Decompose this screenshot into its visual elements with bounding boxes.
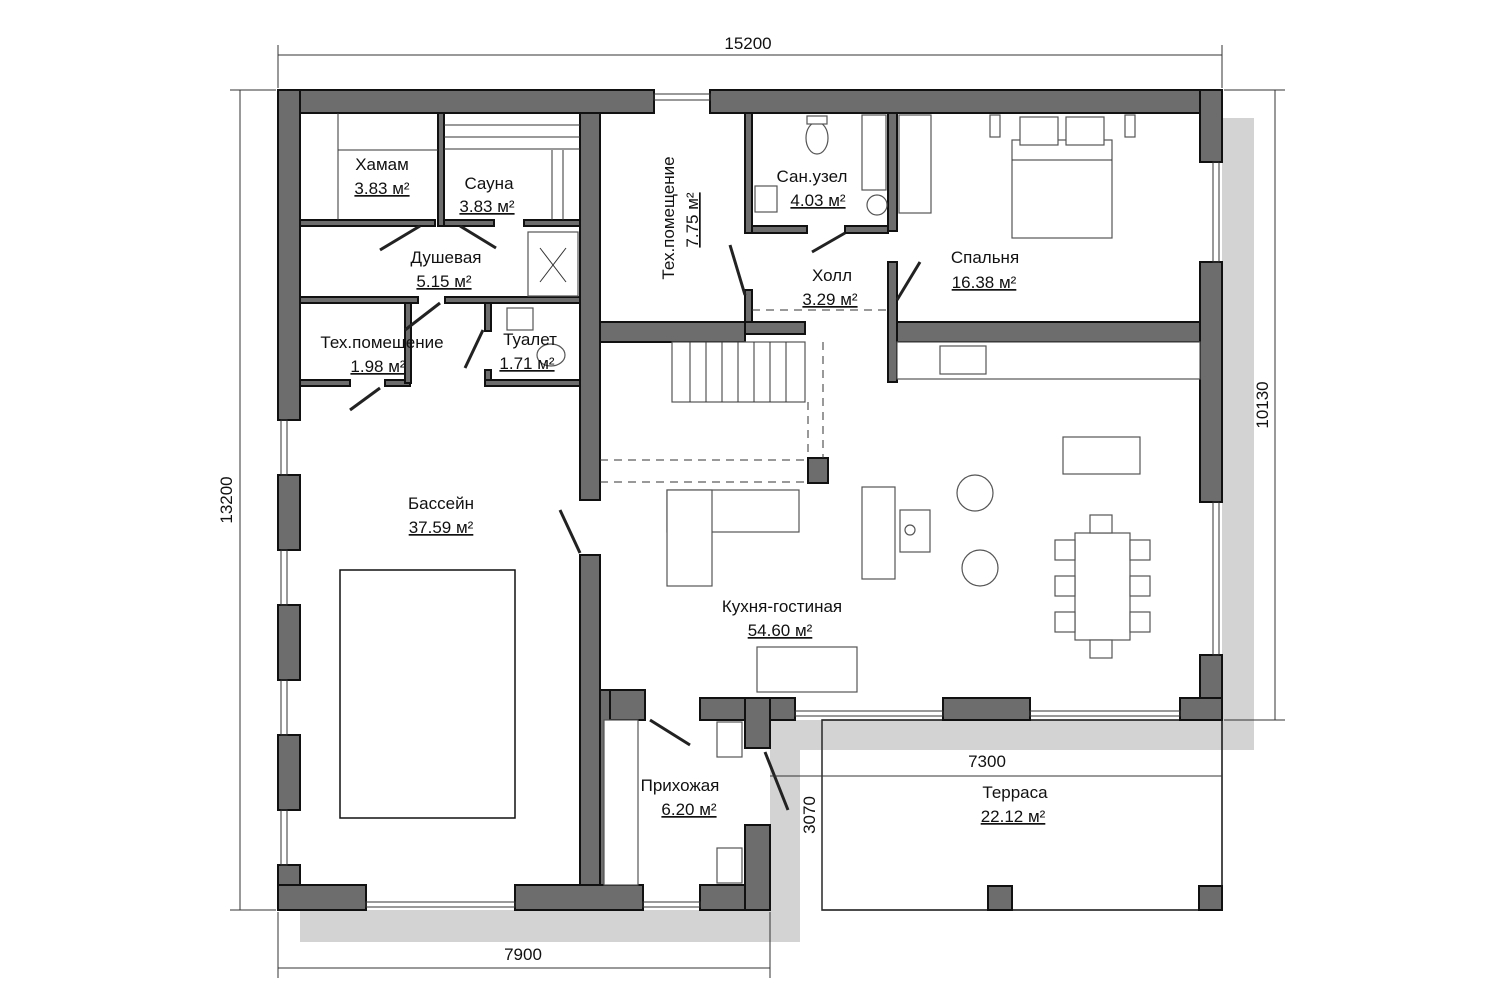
windows[interactable] <box>280 93 1220 908</box>
room-area-terrace: 22.12 м² <box>981 807 1046 826</box>
room-name-shower: Душевая <box>411 248 482 267</box>
room-name-pool: Бассейн <box>408 494 474 513</box>
dimension-lines <box>230 45 1285 978</box>
coffee-table <box>861 486 931 580</box>
room-area-entrance: 6.20 м² <box>661 800 716 819</box>
wardrobes <box>603 114 932 886</box>
room-name-bathroom: Сан.узел <box>777 167 848 186</box>
exterior-walls <box>277 89 1223 911</box>
doors[interactable] <box>349 224 922 811</box>
dimension-labels: 15200 13200 10130 7900 7300 3070 <box>217 34 1272 964</box>
room-name-bedroom: Спальня <box>951 248 1019 267</box>
dim-top: 15200 <box>724 34 771 53</box>
dim-terrace-width: 7300 <box>968 752 1006 771</box>
bed <box>989 114 1136 239</box>
room-area-bathroom: 4.03 м² <box>790 191 845 210</box>
terrace-column <box>987 885 1013 911</box>
room-name-entrance: Прихожая <box>641 776 720 795</box>
entrance-cabinets <box>716 721 743 884</box>
room-name-hall: Холл <box>812 266 852 285</box>
room-name-tech-small: Тех.помещение <box>320 333 443 352</box>
toilet-fixtures <box>506 114 888 367</box>
interior-walls <box>299 112 1201 886</box>
room-area-tech-small: 1.98 м² <box>350 357 405 376</box>
room-name-toilet: Туалет <box>503 330 557 349</box>
pool-basin <box>339 569 516 819</box>
dim-bottom: 7900 <box>504 945 542 964</box>
dim-right: 10130 <box>1253 381 1272 428</box>
room-area-hall: 3.29 м² <box>802 290 857 309</box>
room-area-sauna: 3.83 м² <box>459 197 514 216</box>
terrace-column <box>1198 885 1223 911</box>
dim-terrace-depth: 3070 <box>800 796 819 834</box>
room-area-kitchen-living: 54.60 м² <box>748 621 813 640</box>
room-area-shower: 5.15 м² <box>416 272 471 291</box>
furniture <box>337 113 1201 886</box>
room-area-pool: 37.59 м² <box>409 518 474 537</box>
armchairs <box>956 474 999 587</box>
dining-table <box>1054 514 1151 659</box>
room-name-kitchen-living: Кухня-гостиная <box>722 597 842 616</box>
room-area-hamam: 3.83 м² <box>354 179 409 198</box>
building-shadow <box>300 118 1254 942</box>
room-area-tech-big: 7.75 м² <box>683 192 702 247</box>
sofas <box>666 489 858 693</box>
room-name-sauna: Сауна <box>464 174 514 193</box>
sauna-benches <box>337 113 580 220</box>
room-name-hamam: Хамам <box>355 155 409 174</box>
room-area-toilet: 1.71 м² <box>499 354 554 373</box>
shower-tray <box>527 231 579 297</box>
kitchen-counter <box>896 341 1201 475</box>
room-labels: Хамам 3.83 м² Сауна 3.83 м² Душевая 5.15… <box>320 155 1048 826</box>
room-area-bedroom: 16.38 м² <box>952 273 1017 292</box>
stairs <box>600 309 888 483</box>
room-name-tech-big: Тех.помещение <box>659 156 678 279</box>
room-name-terrace: Терраса <box>982 783 1048 802</box>
dim-left: 13200 <box>217 476 236 523</box>
